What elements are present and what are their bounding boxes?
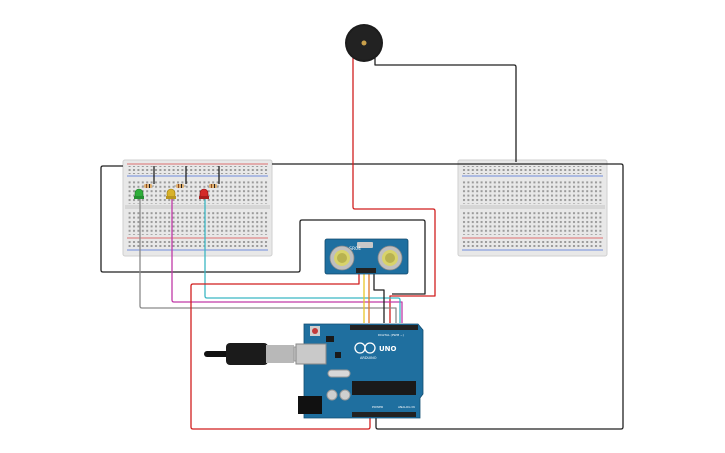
arduino-uno: ARDUINO UNO DIGITAL (PWM ~) POWER ANALOG… — [295, 323, 424, 419]
led-group — [134, 184, 219, 200]
arduino-power-label: POWER — [372, 405, 383, 409]
wire-black-buzzer — [374, 58, 517, 162]
led-red — [199, 188, 209, 200]
ultrasonic-sensor: HC-SR04 — [324, 238, 409, 275]
resistor-1 — [142, 184, 154, 188]
arduino-model-label: UNO — [379, 345, 397, 353]
wire-black-sensor-gnd — [373, 272, 385, 323]
sensor-transducer-right — [377, 245, 403, 271]
arduino-analog-label: ANALOG IN — [398, 405, 415, 409]
wire-black-top-rail — [272, 163, 624, 430]
resistor-2 — [174, 184, 186, 188]
arduino-brand-label: ARDUINO — [360, 356, 377, 360]
wire-black-gnd-loop — [100, 165, 426, 295]
wire-cyan-led-red — [204, 198, 401, 323]
resistor-3 — [207, 184, 219, 188]
piezo-buzzer — [345, 24, 383, 62]
wire-magenta-led-yellow — [171, 198, 403, 323]
wire-gray-led-green — [139, 198, 397, 323]
arduino-digital-label: DIGITAL (PWM ~) — [378, 333, 404, 337]
breadboard-left — [122, 159, 273, 257]
led-yellow — [166, 188, 176, 200]
led-green — [134, 188, 144, 200]
sensor-model-label: HC-SR04 — [341, 246, 361, 252]
wire-red-buzzer — [352, 58, 436, 323]
arduino-logo — [354, 342, 376, 354]
wire-red-sensor-vcc — [190, 272, 371, 430]
breadboard-right — [457, 159, 608, 257]
sensor-transducer-left — [329, 245, 355, 271]
